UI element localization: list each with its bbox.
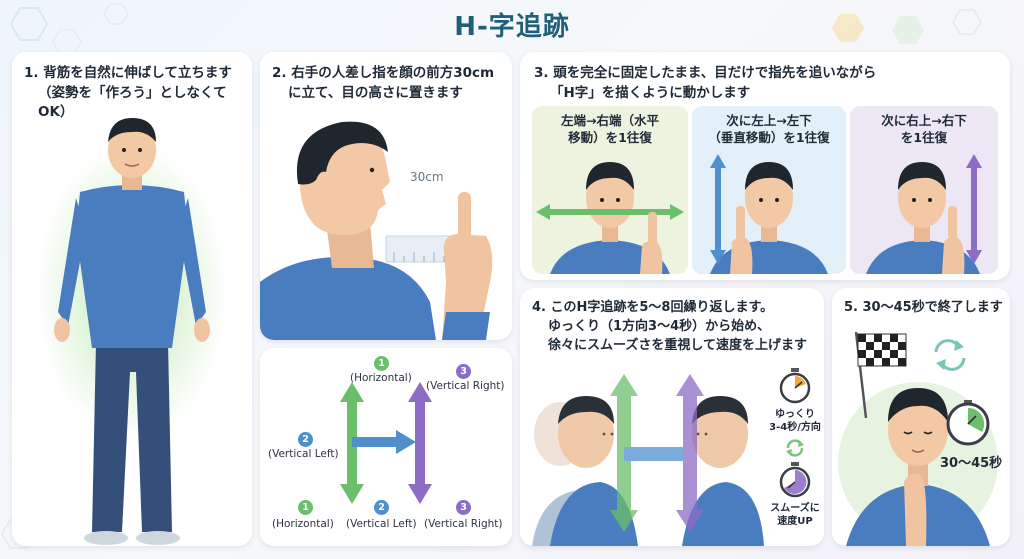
slow-label-line2: 3-4秒/方向 — [769, 422, 821, 433]
side-view-finger-illustration — [260, 121, 493, 340]
step1-card: 1. 背筋を自然に伸ばして立ちます （姿勢を「作ろう」としなくてOK） — [12, 52, 252, 546]
diagram-bottom-number-1: 1 — [298, 500, 313, 515]
hexagon-decoration — [832, 9, 982, 44]
panel1-text-line1: 左端→右端（水平 — [561, 113, 659, 128]
repeating-h-tracking-illustration — [532, 374, 764, 546]
h-arrow-diagram — [340, 382, 432, 504]
step1-text-line2: （姿勢を「作ろう」としなくてOK） — [38, 85, 227, 120]
step1-text-line1: 1. 背筋を自然に伸ばして立ちます — [24, 65, 232, 81]
panel3-text-line1: 次に右上→右下 — [881, 113, 967, 128]
step4-card: 4. このH字追跡を5～8回繰り返します。 ゆっくり（1方向3～4秒）から始め、… — [520, 288, 824, 546]
step5-text-line1: 5. 30～45秒で終了します — [844, 300, 1003, 315]
slow-label-line1: ゆっくり — [775, 409, 815, 420]
diagram-mid-label-2: (Vertical Left) — [268, 448, 339, 460]
page-title: H-字追跡 — [454, 12, 570, 42]
horizontal-tracking-illustration — [536, 162, 684, 274]
step2-text-line2: に立て、目の高さに置きます — [288, 85, 463, 101]
diagram-bottom-number-3: 3 — [456, 500, 471, 515]
fast-label-line1: スムーズに — [770, 503, 820, 514]
fast-stopwatch-icon — [779, 462, 811, 498]
panel2-text-line1: 次に左上→左下 — [726, 113, 812, 128]
vertical-left-tracking-illustration — [710, 154, 828, 274]
step3-text-line2: 「H字」を描くように動かします — [550, 85, 751, 101]
diagram-top-number-3: 3 — [456, 364, 471, 379]
vertical-right-tracking-illustration — [866, 154, 982, 274]
panel3-text-line2: を1往復 — [900, 130, 948, 145]
panel1-text-line2: 移動）を1往復 — [568, 130, 652, 145]
fast-label-line2: 速度UP — [777, 516, 813, 527]
diagram-top-number-1: 1 — [374, 356, 389, 371]
step2-card: 2. 右手の人差し指を顔の前方30cm に立て、目の高さに置きます 30cm — [260, 52, 512, 340]
diagram-bottom-number-2: 2 — [374, 500, 389, 515]
step3-text-line1: 3. 頭を完全に固定したまま、目だけで指先を追いながら — [534, 65, 877, 81]
diagram-top-label-3: (Vertical Right) — [426, 380, 505, 392]
finish-illustration — [838, 331, 998, 546]
step5-card: 5. 30～45秒で終了します 30～45秒 — [832, 288, 1010, 546]
slow-stopwatch-icon — [779, 368, 811, 404]
diagram-mid-number-2: 2 — [298, 432, 313, 447]
ruler-label: 30cm — [410, 170, 444, 184]
step3-panel-vertical-right: 次に右上→右下 を1往復 — [850, 106, 998, 274]
step4-text-line3: 徐々にスムーズさを重視して速度を上げます — [548, 338, 807, 353]
step4-text-line1: 4. このH字追跡を5～8回繰り返します。 — [532, 300, 774, 315]
step3-panel-vertical-left: 次に左上→左下 （垂直移動）を1往復 — [692, 106, 846, 274]
step3-card: 3. 頭を完全に固定したまま、目だけで指先を追いながら 「H字」を描くように動か… — [520, 52, 1010, 280]
h-diagram-card: 1 (Horizontal) 3 (Vertical Right) 2 (Ver… — [260, 348, 512, 546]
refresh-icon — [786, 439, 804, 457]
standing-man-illustration — [37, 118, 227, 545]
step2-text-line1: 2. 右手の人差し指を顔の前方30cm — [272, 65, 495, 81]
diagram-top-label-1: (Horizontal) — [350, 372, 412, 384]
panel2-text-line2: （垂直移動）を1往復 — [708, 130, 830, 145]
diagram-bottom-label-3: (Vertical Right) — [424, 518, 503, 530]
step4-text-line2: ゆっくり（1方向3～4秒）から始め、 — [548, 319, 771, 334]
step3-panel-horizontal: 左端→右端（水平 移動）を1往復 — [532, 106, 688, 274]
duration-label: 30～45秒 — [940, 456, 1003, 471]
diagram-bottom-label-1: (Horizontal) — [272, 518, 334, 530]
diagram-bottom-label-2: (Vertical Left) — [346, 518, 417, 530]
